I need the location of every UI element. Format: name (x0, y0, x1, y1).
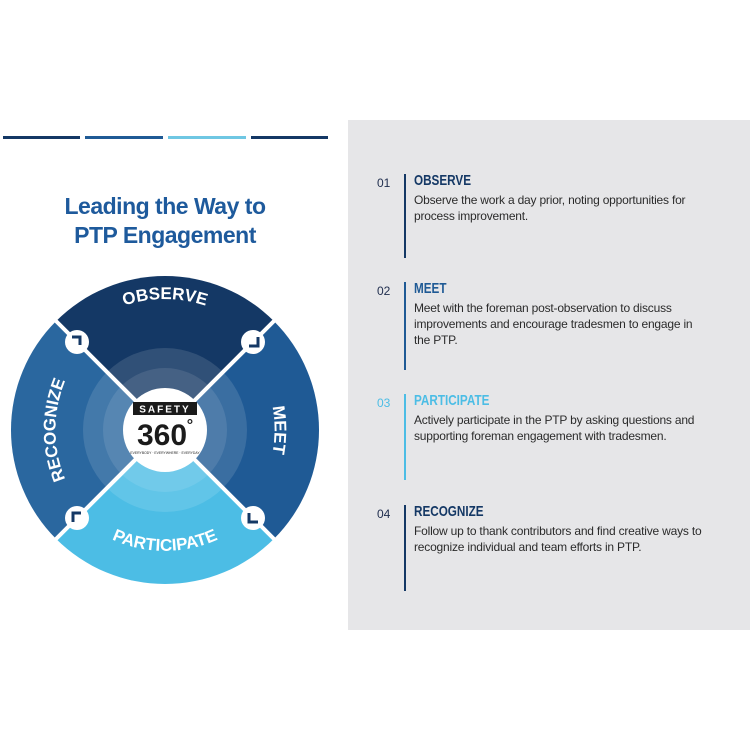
safety-360-logo: SAFETY 360 ° EVERYBODY · EVERYWHERE · EV… (123, 388, 207, 472)
step-divider (404, 394, 406, 480)
page-title-line-2: PTP Engagement (74, 222, 256, 248)
accent-bar-1 (3, 136, 80, 139)
logo-360-text: 360 (137, 419, 187, 452)
arrow-badge-top-right (241, 330, 265, 354)
page-title: Leading the Way to PTP Engagement (0, 192, 330, 250)
header-accent-bars (3, 136, 328, 139)
step-divider (404, 505, 406, 591)
logo-safety-text: SAFETY (139, 405, 190, 416)
segment-observe[interactable] (56, 275, 274, 430)
logo-tagline: EVERYBODY · EVERYWHERE · EVERYDAY (130, 451, 200, 455)
accent-bar-3 (168, 136, 246, 139)
accent-bar-2 (85, 136, 163, 139)
accent-bar-4 (251, 136, 328, 139)
step-divider (404, 174, 406, 258)
step-divider (404, 282, 406, 370)
step-description: Meet with the foreman post-observation t… (414, 301, 693, 347)
segment-meet[interactable] (165, 321, 320, 539)
arrow-badge-bottom-right (241, 506, 265, 530)
step-number: 03 (377, 396, 391, 410)
page-title-line-1: Leading the Way to (64, 193, 267, 219)
arrow-badge-top-left (65, 330, 89, 354)
arrow-badge-bottom-left (65, 506, 89, 530)
segment-recognize[interactable] (10, 321, 166, 539)
step-title: RECOGNIZE (414, 503, 484, 520)
segment-participate[interactable] (56, 430, 274, 585)
step-number: 01 (377, 176, 391, 190)
step-number: 04 (377, 507, 391, 521)
segment-label-meet: MEET (268, 405, 289, 457)
logo-degree-symbol: ° (187, 417, 193, 434)
step-title: OBSERVE (414, 172, 472, 189)
step-title: MEET (414, 280, 447, 297)
steps-panel: 01 OBSERVE Observe the work a day prior,… (348, 120, 750, 630)
step-description: Follow up to thank contributors and find… (414, 524, 702, 554)
step-description: Observe the work a day prior, noting opp… (414, 193, 686, 223)
engagement-cycle-diagram: OBSERVE MEET PARTICIPATE RECOGNIZE SAFET… (10, 275, 320, 585)
step-number: 02 (377, 284, 391, 298)
step-title: PARTICIPATE (414, 392, 490, 409)
step-description: Actively participate in the PTP by askin… (414, 413, 695, 443)
